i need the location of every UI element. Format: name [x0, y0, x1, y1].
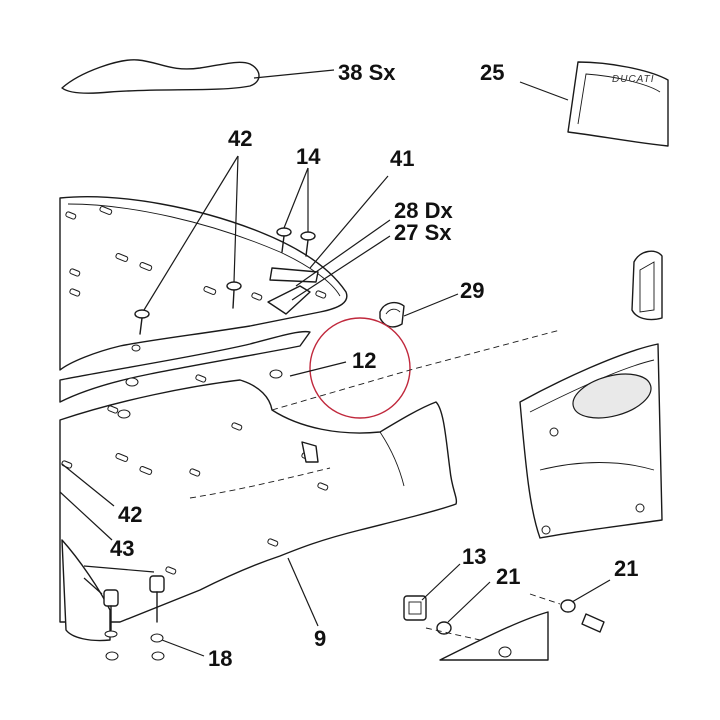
callout-38sx: 38 Sx [338, 60, 396, 85]
callout-43: 43 [110, 536, 134, 561]
bolt-18 [105, 651, 165, 661]
svg-text:27 Sx: 27 Sx [394, 220, 452, 245]
part-38sx-panel [61, 59, 260, 94]
part-12-highlight [309, 317, 411, 419]
svg-text:12: 12 [352, 348, 376, 373]
callout-41: 41 [390, 146, 414, 171]
svg-text:21: 21 [614, 556, 638, 581]
part-9-lower-panel [59, 374, 458, 623]
screw-14-a [276, 227, 292, 253]
svg-text:21: 21 [496, 564, 520, 589]
callout-14: 14 [296, 144, 321, 169]
svg-text:14: 14 [296, 144, 321, 169]
svg-text:18: 18 [208, 646, 232, 671]
svg-text:43: 43 [110, 536, 134, 561]
spacer-43-b [149, 575, 165, 643]
svg-text:42: 42 [228, 126, 252, 151]
svg-text:38 Sx: 38 Sx [338, 60, 396, 85]
svg-text:41: 41 [390, 146, 414, 171]
callout-12: 12 [352, 348, 376, 373]
callout-27sx: 27 Sx [394, 220, 452, 245]
cowl-vent-slots [65, 206, 327, 301]
part-lower-right-panel [439, 611, 549, 661]
part-top-right-plate [631, 250, 663, 321]
callout-9: 9 [314, 626, 326, 651]
assembly-dash-lines [271, 329, 561, 641]
callout-42-left: 42 [118, 502, 142, 527]
part-right-bracket [519, 343, 663, 539]
part-upper-cowl [59, 196, 348, 371]
part-29-grommet [379, 301, 405, 328]
callout-13: 13 [462, 544, 486, 569]
callout-18: 18 [208, 646, 232, 671]
callout-28dx: 28 Dx [394, 198, 453, 223]
part-25-logo-panel: DUCATI [567, 61, 669, 147]
part-trim-strip [59, 330, 311, 403]
washer-21-b [560, 599, 605, 633]
svg-text:25: 25 [480, 60, 504, 85]
svg-text:42: 42 [118, 502, 142, 527]
screw-42-a [134, 309, 150, 335]
svg-text:29: 29 [460, 278, 484, 303]
svg-text:9: 9 [314, 626, 326, 651]
washers-row [117, 344, 283, 419]
svg-text:13: 13 [462, 544, 486, 569]
screw-14-b [300, 231, 316, 257]
spacer-43-a [103, 589, 119, 638]
clip-13 [403, 595, 427, 621]
ducati-logo: DUCATI [612, 74, 654, 85]
washer-21-a [436, 621, 452, 635]
callout-21-b: 21 [614, 556, 638, 581]
callout-21-a: 21 [496, 564, 520, 589]
svg-text:28 Dx: 28 Dx [394, 198, 453, 223]
callout-29: 29 [460, 278, 484, 303]
part-side-cover [61, 539, 111, 642]
svg-text:DUCATI: DUCATI [612, 74, 654, 85]
callout-42-top: 42 [228, 126, 252, 151]
leader-lines [59, 69, 611, 657]
panel-clip [301, 441, 319, 463]
callout-25: 25 [480, 60, 504, 85]
